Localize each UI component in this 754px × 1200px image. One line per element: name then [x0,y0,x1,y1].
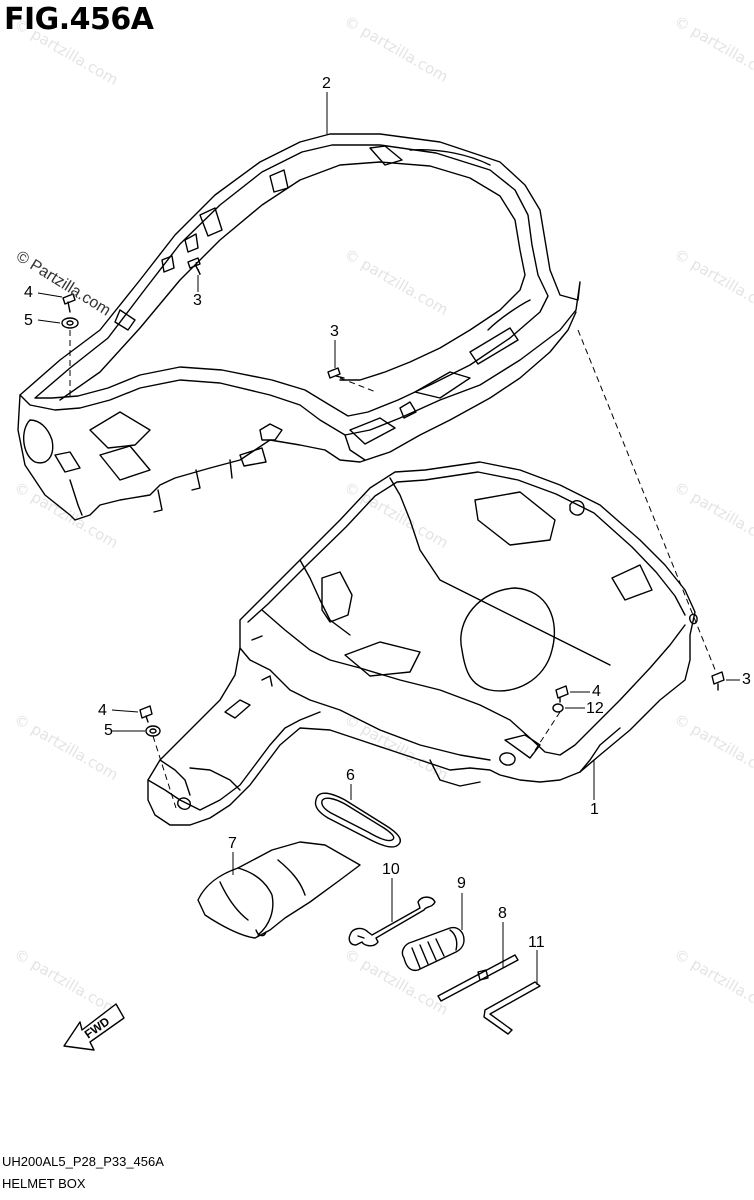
wrench-part-10 [348,896,436,947]
helmet-box-part-1 [147,461,698,826]
callout-4[interactable]: 4 [24,284,33,301]
callout-3[interactable]: 3 [193,292,202,309]
fwd-arrow-icon: FWD [63,1003,125,1051]
callout-4[interactable]: 4 [98,702,107,719]
screwdriver-shaft-part-8 [437,954,519,1002]
diagram-name: HELMET BOX [2,1176,86,1191]
callout-3[interactable]: 3 [330,323,339,340]
callout-9[interactable]: 9 [457,875,466,892]
diagram-code: UH200AL5_P28_P33_456A [2,1154,164,1169]
screwdriver-handle-part-9 [401,926,465,972]
callout-3[interactable]: 3 [742,671,751,688]
callout-1[interactable]: 1 [590,801,599,818]
hex-key-part-11 [483,981,541,1035]
callout-8[interactable]: 8 [498,905,507,922]
callout-10[interactable]: 10 [382,861,400,878]
seal-part-6 [314,792,402,848]
callout-5[interactable]: 5 [24,312,33,329]
fasteners [61,257,725,737]
leader-lines [37,92,740,985]
callout-2[interactable]: 2 [322,75,331,92]
figure-title: FIG.456A [4,2,154,37]
callout-7[interactable]: 7 [228,835,237,852]
tool-bag-part-7 [197,841,361,939]
callout-5[interactable]: 5 [104,722,113,739]
callout-11[interactable]: 11 [528,934,545,951]
callout-6[interactable]: 6 [346,767,355,784]
callout-12[interactable]: 12 [586,700,604,717]
callout-4[interactable]: 4 [592,683,601,700]
seat-frame-part-2 [17,133,581,521]
assembly-lines [69,261,717,809]
